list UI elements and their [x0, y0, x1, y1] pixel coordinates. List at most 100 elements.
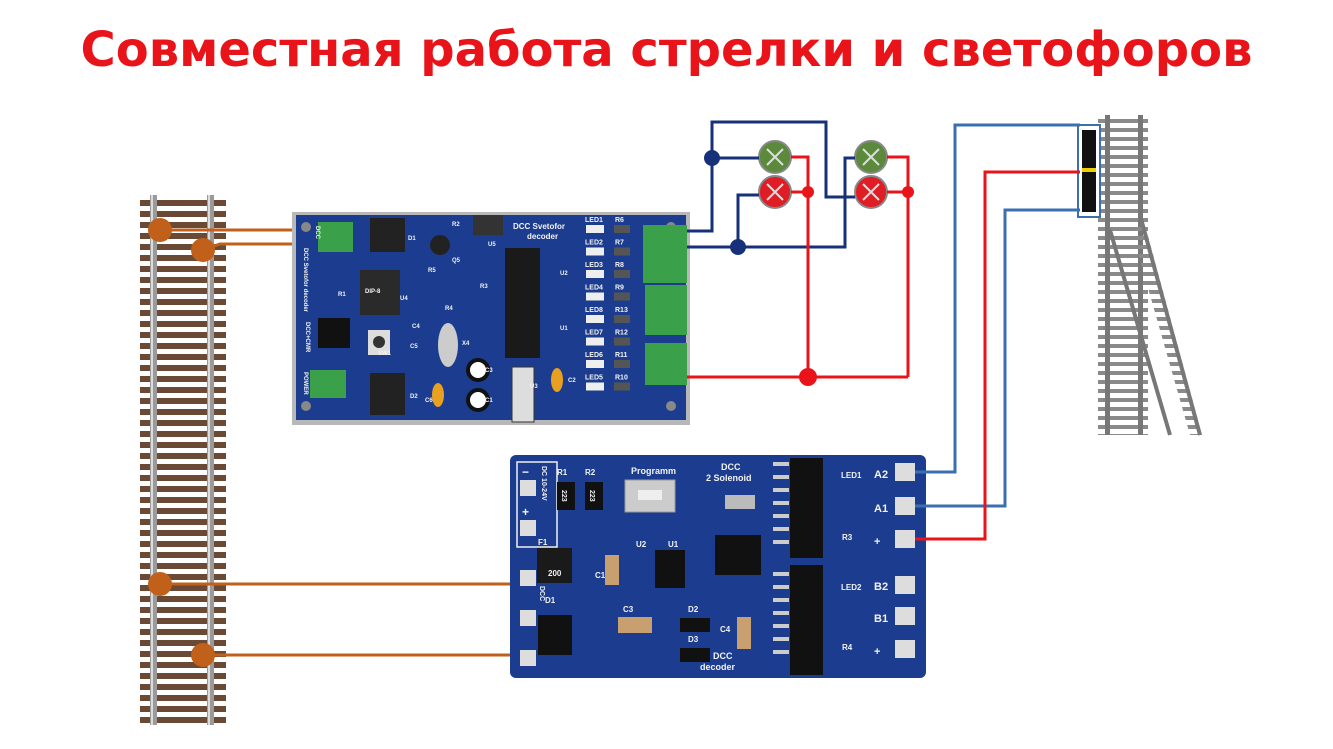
output-pad-b2: [895, 576, 915, 594]
resistor-label: R10: [615, 375, 628, 382]
part-label: U1: [560, 326, 568, 332]
resistor: [614, 292, 630, 301]
part-label: C2: [568, 378, 576, 384]
track-connection-dots: [148, 218, 215, 667]
output-pad-b1: [895, 607, 915, 625]
part-label: U3: [530, 384, 538, 390]
resistor: [614, 247, 630, 256]
part-label: R2: [585, 468, 596, 477]
output-label: A2: [874, 469, 888, 481]
part-label: R3: [842, 533, 853, 542]
signal-control-wires: [687, 155, 910, 379]
led-label: LED8: [585, 307, 603, 314]
part-label: C5: [410, 344, 418, 350]
led: [586, 270, 604, 278]
output-terminal-3: [645, 343, 687, 385]
signal-1-red-lamp: [758, 175, 792, 209]
output-terminal-1: [643, 225, 687, 283]
resistor-label: R8: [615, 262, 624, 269]
part-label: C4: [720, 625, 731, 634]
left-track: [140, 195, 226, 725]
part-label: C4: [412, 324, 420, 330]
resistor: [614, 315, 630, 323]
power-input-label: DC 10-24V: [540, 466, 547, 501]
led-label: LED5: [585, 375, 603, 382]
switch-board-bottom-title: DCC: [713, 651, 733, 661]
part-label: F1: [538, 538, 548, 547]
signal-board-side-label: DCC Svetofor decoder: [302, 248, 308, 313]
output-pad-plus-b: [895, 640, 915, 658]
led: [586, 337, 604, 346]
part-label: U1: [668, 540, 679, 549]
output-label: B2: [874, 581, 888, 593]
resistor: [614, 337, 630, 346]
led-label: LED2: [585, 240, 603, 247]
chip-label: DIP-8: [365, 289, 381, 295]
resistor-label: R7: [615, 240, 624, 247]
led: [586, 225, 604, 233]
switch-board-bottom-subtitle: decoder: [700, 662, 736, 672]
signal-1-green-lamp: [758, 140, 792, 174]
led-label: LED3: [585, 262, 603, 269]
resistor: [614, 360, 630, 368]
switch-board-subtitle: 2 Solenoid: [706, 473, 752, 483]
part-label: R5: [428, 268, 436, 274]
part-label: C3: [485, 368, 493, 374]
output-terminal-2: [645, 285, 687, 335]
part-label: U5: [488, 242, 496, 248]
part-label: C1: [595, 571, 606, 580]
dcc-input-label: DCC: [538, 586, 545, 601]
part-label: U4: [400, 296, 408, 302]
dcc-label: DCC: [314, 226, 320, 240]
output-label: B1: [874, 613, 888, 625]
signal-board-title: DCC Svetofor: [513, 222, 565, 231]
led: [586, 315, 604, 323]
part-label: U2: [560, 271, 568, 277]
turnout-wires: [915, 123, 1080, 541]
part-label: R4: [842, 643, 853, 652]
led: [586, 247, 604, 256]
led-label: LED6: [585, 352, 603, 359]
resistor-label: R9: [615, 285, 624, 292]
part-label: R3: [480, 284, 488, 290]
switch-board-title: DCC: [721, 462, 741, 472]
minus-label: −: [522, 465, 529, 479]
part-label: R1: [557, 468, 568, 477]
resistor-label: R12: [615, 330, 628, 337]
resistor-label: R11: [615, 352, 628, 359]
resistor-value-2: 223: [588, 490, 595, 502]
part-label: Q5: [452, 258, 461, 264]
fuse-value: 200: [548, 569, 562, 578]
power-label: POWER: [302, 372, 308, 395]
resistor-value-1: 223: [560, 490, 567, 502]
dcc-terminal: [318, 222, 353, 252]
led-label: LED7: [585, 330, 603, 337]
led-label: LED4: [585, 285, 603, 292]
led: [586, 292, 604, 301]
plus-label: +: [522, 505, 529, 519]
output-pad-plus-a: [895, 530, 915, 548]
resistor: [614, 270, 630, 278]
part-label: D2: [688, 605, 699, 614]
signal-board-subtitle: decoder: [527, 232, 558, 241]
led: [586, 382, 604, 391]
program-button-label: Programm: [631, 466, 676, 476]
led: [586, 360, 604, 368]
resistor-label: R13: [615, 307, 628, 314]
led-label: LED1: [585, 217, 603, 224]
part-label: C6: [425, 398, 433, 404]
signal-decoder-board: DCC Svetofor decoder DIP-8 DCC Svetofor …: [292, 212, 690, 425]
part-label: LED2: [841, 583, 862, 592]
output-label: A1: [874, 503, 888, 515]
part-label: R4: [445, 306, 453, 312]
part-label: R1: [338, 292, 346, 298]
part-label: SW1: [378, 351, 392, 357]
part-label: D1: [545, 596, 556, 605]
part-label: R2: [452, 222, 460, 228]
resistor: [614, 382, 630, 391]
output-pad-a1: [895, 497, 915, 515]
